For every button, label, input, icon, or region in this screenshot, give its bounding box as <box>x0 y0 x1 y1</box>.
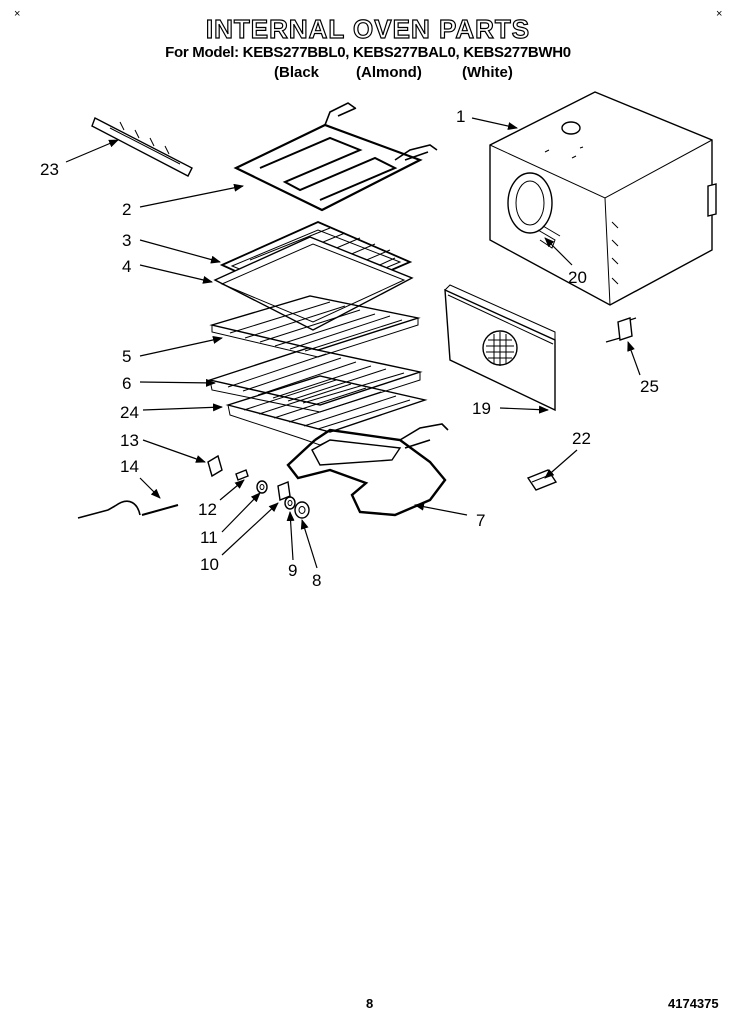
part-19-rear-panel <box>444 284 556 412</box>
callout-14: 14 <box>120 457 139 476</box>
callout-13: 13 <box>120 431 139 450</box>
callout-23: 23 <box>40 160 59 179</box>
callout-9: 9 <box>288 561 297 580</box>
callout-12: 12 <box>198 500 217 519</box>
part-2-broil-element <box>233 102 438 212</box>
callout-10: 10 <box>200 555 219 574</box>
part-11-washer <box>256 480 268 494</box>
color-almond: (Almond) <box>356 64 422 81</box>
document-number: 4174375 <box>668 996 719 1011</box>
part-6-oven-rack <box>207 347 423 413</box>
callout-24: 24 <box>120 403 139 422</box>
page-title: INTERNAL OVEN PARTS <box>205 13 531 44</box>
corner-mark-right: × <box>716 8 723 20</box>
page-number: 8 <box>366 996 374 1011</box>
part-22-bracket <box>526 469 558 491</box>
callout-2: 2 <box>122 200 131 219</box>
leader-lines <box>65 117 641 569</box>
part-14-meat-probe <box>77 500 179 519</box>
callout-20: 20 <box>568 268 587 287</box>
color-black: (Black <box>274 64 320 81</box>
callout-labels: 1 2 3 4 5 6 7 8 9 10 11 12 13 14 19 20 2… <box>40 107 659 590</box>
callout-6: 6 <box>122 374 131 393</box>
callout-1: 1 <box>456 107 465 126</box>
callout-22: 22 <box>572 429 591 448</box>
part-10-terminal <box>277 481 291 501</box>
callout-11: 11 <box>200 528 218 547</box>
callout-7: 7 <box>476 511 485 530</box>
callout-5: 5 <box>122 347 131 366</box>
part-25-clip <box>605 317 637 343</box>
model-list: For Model: KEBS277BBL0, KEBS277BAL0, KEB… <box>165 44 571 61</box>
part-1-oven-cavity <box>489 91 717 306</box>
corner-mark-left: × <box>14 8 21 20</box>
callout-4: 4 <box>122 257 131 276</box>
part-8-nut <box>294 501 310 519</box>
part-12-bushing <box>235 469 249 481</box>
part-7-bake-element <box>286 423 449 517</box>
callout-3: 3 <box>122 231 131 250</box>
callout-25: 25 <box>640 377 659 396</box>
callout-19: 19 <box>472 399 491 418</box>
part-23-vent-bracket <box>91 117 193 177</box>
part-4-broil-pan <box>213 236 414 331</box>
color-white: (White) <box>462 64 513 81</box>
part-9-washer <box>284 496 296 510</box>
part-13-holder <box>207 454 223 478</box>
callout-8: 8 <box>312 571 321 590</box>
